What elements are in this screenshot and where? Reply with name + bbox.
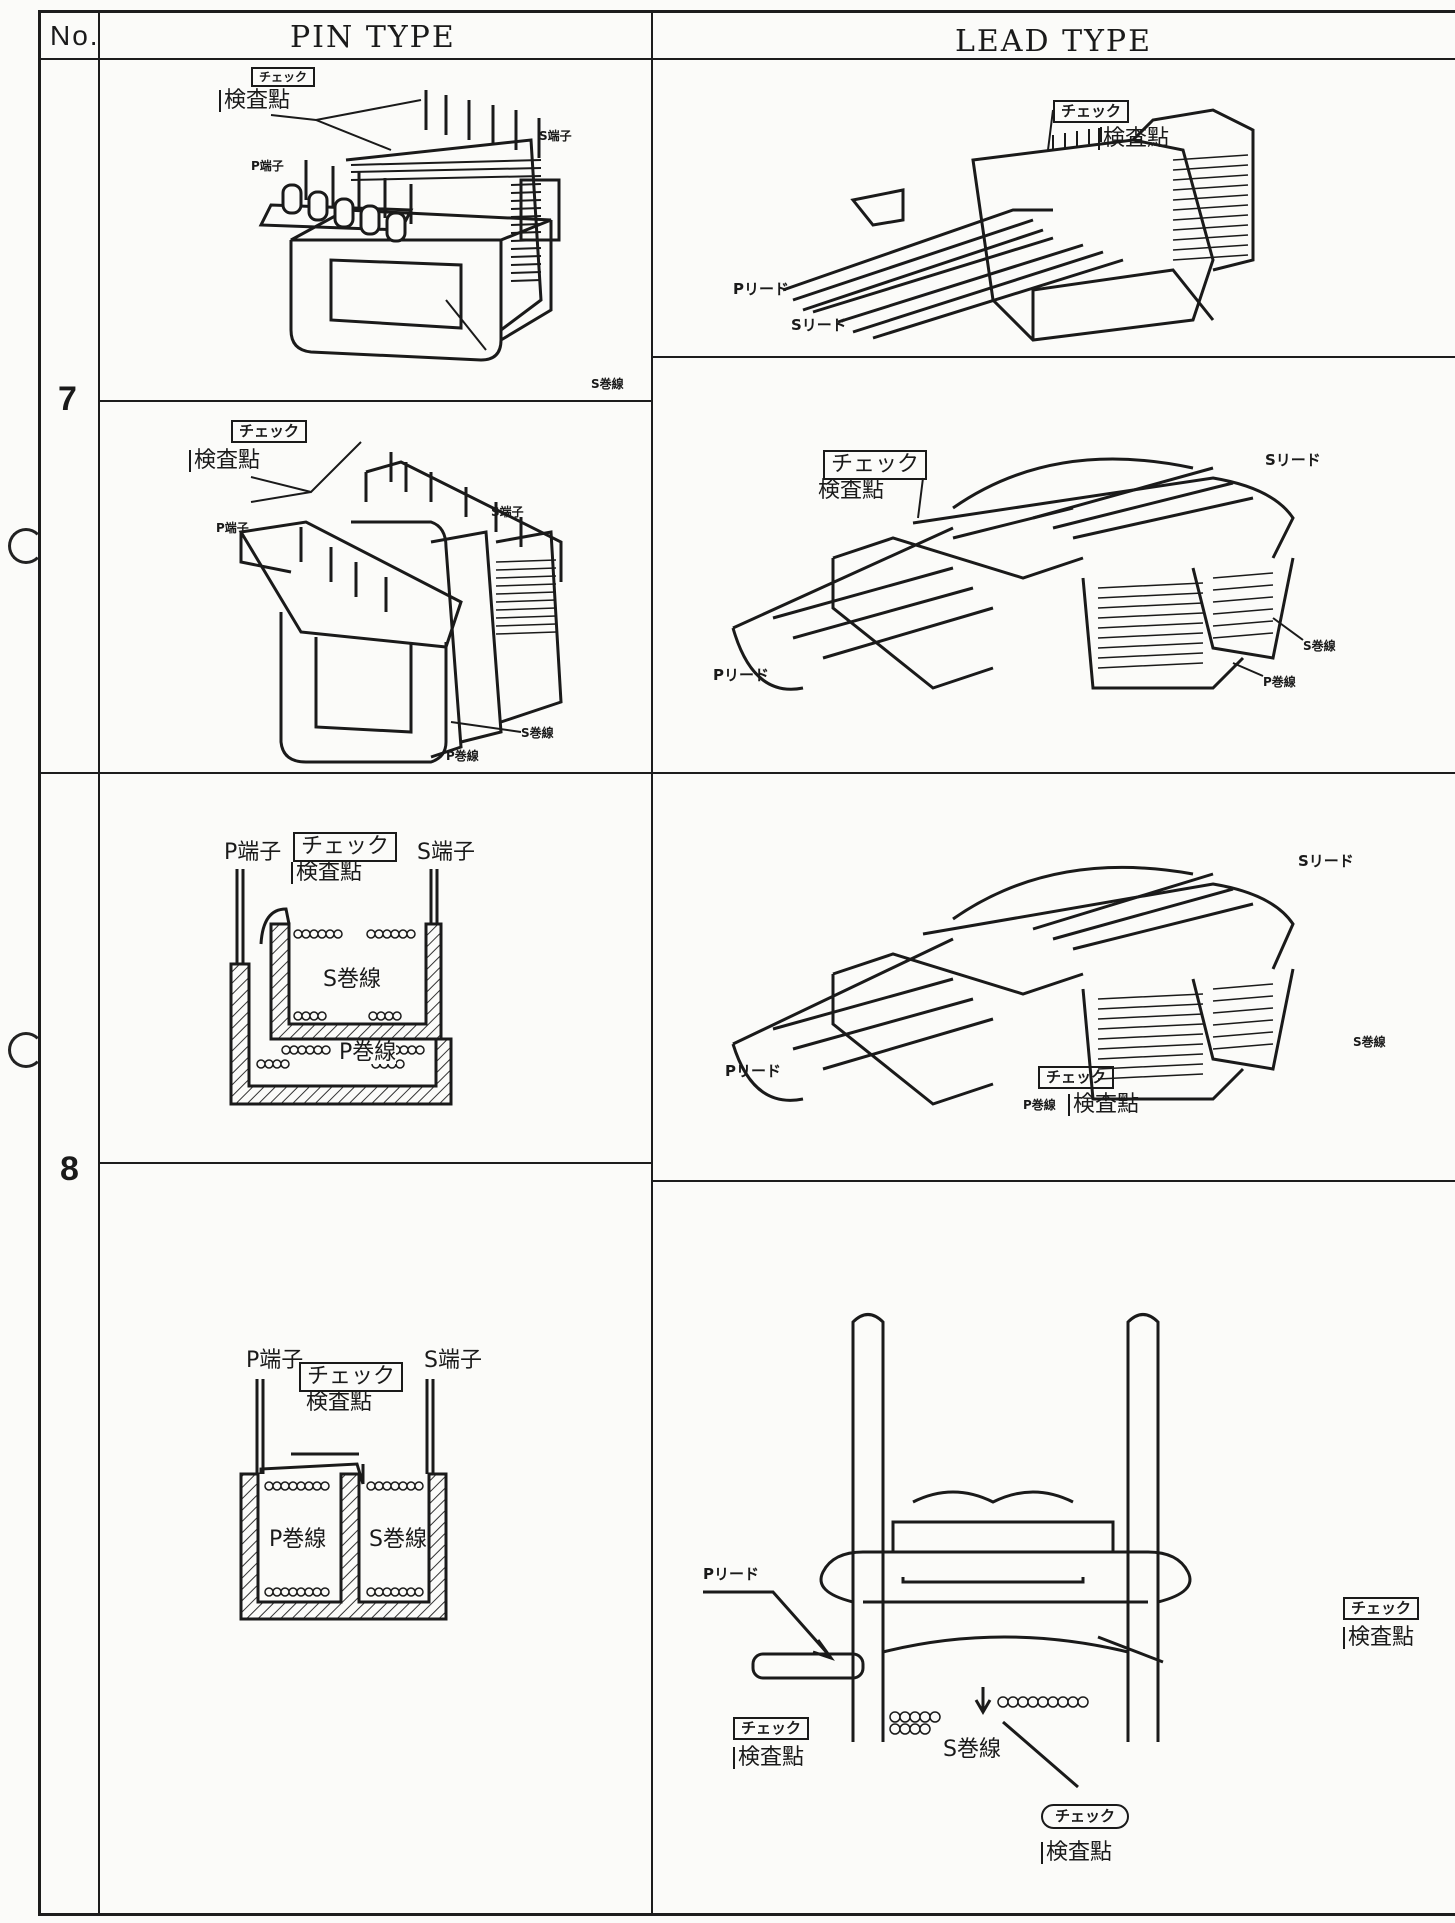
label-s-pin: S端子 <box>539 129 572 143</box>
column-header-pin-type: PIN TYPE <box>290 20 456 55</box>
lead-type-diagram-7a: チェック 検査點 Pリード Sリード <box>653 60 1453 356</box>
lead-type-diagram-7b: チェック 検査點 Sリード Pリード S巻線 P巻線 <box>653 358 1453 772</box>
label-check: チェック <box>293 832 398 862</box>
label-check-point: 検査點 <box>306 1390 373 1415</box>
pin-split-cross-section-diagram <box>239 1379 448 1621</box>
label-p-lead: Pリード <box>733 280 789 298</box>
label-s-lead: Sリード <box>791 316 847 334</box>
lead-type-cross-section-8b: Pリード チェック 検査點 チェック 検査點 S巻線 チェック 検査點 <box>653 1182 1453 1913</box>
label-check-point: 検査點 <box>1343 1627 1414 1649</box>
transformer-pin-split-illustration <box>238 441 563 764</box>
lead-cross-section-diagram <box>703 1313 1192 1789</box>
label-check: チェック <box>1053 100 1130 123</box>
transformer-lead-check-illustration <box>731 865 1295 1106</box>
label-check-point: 検査點 <box>1041 1842 1112 1864</box>
label-check-point: 検査點 <box>1098 128 1169 150</box>
label-check-point: 検査點 <box>818 478 885 503</box>
label-s-winding: S巻線 <box>323 967 381 992</box>
label-p-pin: P端子 <box>251 159 284 173</box>
label-check: チェック <box>251 67 316 87</box>
label-p-lead: Pリード <box>703 1565 759 1583</box>
label-s-winding: S巻線 <box>1353 1035 1386 1049</box>
label-s-winding: S巻線 <box>1303 639 1336 653</box>
label-s-lead: Sリード <box>1265 451 1321 469</box>
pin-type-diagram-7b: チェック 検査點 S端子 P端子 S巻線 P巻線 <box>101 402 651 772</box>
label-check-point: 検査點 <box>733 1747 804 1769</box>
label-s-winding: S巻線 <box>521 726 554 740</box>
label-check: チェック <box>823 450 928 480</box>
binding-ring-mark <box>8 1032 44 1068</box>
label-p-winding: P巻線 <box>269 1527 327 1552</box>
label-p-pin: P端子 <box>216 521 249 535</box>
row-number-7: 7 <box>58 380 77 418</box>
label-check: チェック <box>1041 1804 1130 1829</box>
column-header-lead-type: LEAD TYPE <box>955 24 1152 59</box>
transformer-pin-illustration <box>258 90 561 362</box>
label-p-pin: P端子 <box>246 1348 304 1373</box>
pin-type-cross-section-8b: P端子 チェック 検査點 S端子 P巻線 S巻線 <box>101 1164 651 1913</box>
label-s-pin: S端子 <box>417 840 475 865</box>
label-p-winding: P巻線 <box>339 1040 397 1065</box>
label-check-point: 検査點 <box>1068 1094 1139 1116</box>
column-header-no: No. <box>50 20 100 51</box>
label-p-pin: P端子 <box>224 840 282 865</box>
label-p-lead: Pリード <box>725 1062 781 1080</box>
label-p-winding: P巻線 <box>446 749 479 763</box>
label-check: チェック <box>299 1362 404 1392</box>
label-check-point: 検査點 <box>291 862 362 884</box>
label-check-point: 検査點 <box>219 90 290 112</box>
label-p-winding: P巻線 <box>1263 675 1296 689</box>
transformer-lead-illustration <box>782 108 1255 342</box>
label-s-lead: Sリード <box>1298 852 1354 870</box>
label-s-winding: S巻線 <box>591 377 624 391</box>
binding-ring-mark <box>8 528 44 564</box>
label-check-point: 検査點 <box>189 450 260 472</box>
label-s-pin: S端子 <box>491 505 524 519</box>
label-s-winding: S巻線 <box>943 1737 1001 1762</box>
label-check: チェック <box>231 420 308 443</box>
pin-type-diagram-7a: チェック 検査點 S端子 P端子 S巻線 <box>101 60 651 400</box>
label-p-winding: P巻線 <box>1023 1098 1056 1112</box>
pin-cross-section-diagram <box>229 869 453 1106</box>
label-s-winding: S巻線 <box>369 1527 427 1552</box>
pin-type-cross-section-8a: P端子 チェック 検査點 S端子 S巻線 P巻線 <box>101 774 651 1162</box>
label-check: チェック <box>1038 1066 1115 1089</box>
label-s-pin: S端子 <box>424 1348 482 1373</box>
lead-type-diagram-8a: Sリード Pリード S巻線 チェック P巻線 検査點 <box>653 774 1453 1180</box>
label-check: チェック <box>733 1717 810 1740</box>
transformer-lead-split-illustration <box>731 457 1304 691</box>
row-number-8: 8 <box>60 1150 79 1188</box>
label-check: チェック <box>1343 1597 1420 1620</box>
label-p-lead: Pリード <box>713 666 769 684</box>
